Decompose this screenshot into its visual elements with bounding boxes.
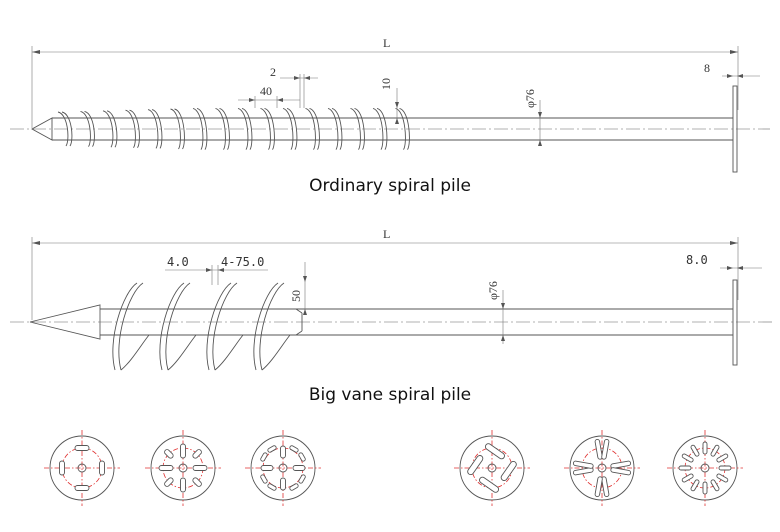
flange-slot [484,443,505,460]
flange-plate [44,430,120,506]
flange-slot [716,453,729,463]
flange-plate-views [44,430,743,506]
flange-slot [500,460,517,481]
flange-plate [564,430,640,506]
flange-slot [180,477,186,493]
flange-slot [74,445,90,451]
flange-slot [718,465,732,471]
flange-slot [690,444,700,457]
flange-slot [601,438,610,460]
helix-blade [80,110,95,147]
helix-blade [260,107,275,150]
flange-slot [702,441,708,455]
helix-blade [237,107,253,150]
helix-blade [215,107,230,150]
flange-slot [292,465,306,471]
helix-blade [327,107,343,150]
helix-blade [305,107,320,150]
pile2-helix [112,282,303,371]
flange-slot [298,474,306,484]
pile2-dim-b: 4-75.0 [221,255,264,269]
flange-slot [716,473,729,483]
flange-slot [572,467,594,476]
flange-slot [59,460,65,476]
flange-slot [467,455,484,476]
pile1-blade-dim: 10 [379,78,393,90]
flange-slot [99,460,105,476]
flange-slot [289,483,299,491]
pile2-diameter-dim: φ76 [486,281,500,300]
flange-slot [192,465,208,471]
flange-slot [260,474,268,484]
flange-slot [681,453,694,463]
flange-slot [164,449,174,459]
pile2-blade-dim: 50 [289,290,303,302]
flange-slot [74,485,90,491]
flange-slot [280,445,286,459]
helix-blade [102,110,118,148]
pile1-helix [57,107,410,150]
helix-blade [295,308,303,336]
flange-slot [280,477,286,491]
flange-slot [267,483,277,491]
flange-plate [667,430,743,506]
flange-slot [610,467,632,476]
helix-blade [192,107,208,150]
helix-blade [159,282,197,371]
pile1-length-label: L [383,36,390,50]
flange-slot [479,476,500,493]
helix-blade [170,108,185,150]
helix-blade [253,282,291,371]
big-vane-spiral-pile: L φ76 4.0 4-75.0 50 8.0 [10,227,775,371]
flange-slot [690,479,700,492]
flange-slot [192,449,202,459]
helix-blade [372,107,388,150]
flange-slot [702,481,708,495]
flange-slot [681,473,694,483]
flange-slot [594,438,603,460]
pile1-pitch-dim: 40 [260,84,272,98]
flange-slot [158,465,174,471]
pile1-plate-dim: 8 [704,61,710,75]
helix-blade [147,109,163,149]
flange-plate [145,430,221,506]
flange-plate [245,430,321,506]
helix-blade [125,109,140,149]
helix-blade [206,282,244,371]
flange-slot [267,445,277,453]
helix-blade [282,107,298,150]
helix-blade [350,107,365,150]
pile2-plate-dim: 8.0 [686,253,708,267]
ordinary-spiral-pile-caption: Ordinary spiral pile [309,176,471,196]
pile1-thickness-dim: 2 [270,65,276,79]
helix-blade [112,282,150,371]
flange-slot [610,460,632,469]
flange-slot [594,476,603,498]
flange-plate [454,430,530,506]
flange-slot [180,443,186,459]
flange-slot [164,477,174,487]
big-vane-spiral-pile-caption: Big vane spiral pile [308,385,472,405]
flange-slot [260,465,274,471]
flange-slot [289,445,299,453]
flange-slot [678,465,692,471]
flange-slot [192,477,202,487]
flange-slot [572,460,594,469]
flange-slot [601,476,610,498]
flange-slot [260,452,268,462]
pile2-length-label: L [383,227,390,241]
ordinary-spiral-pile: L φ76 40 2 10 [10,36,770,173]
helix-blade [395,107,410,150]
helix-blade [57,111,73,147]
flange-slot [298,452,306,462]
pile1-diameter-dim: φ76 [523,89,537,108]
pile2-dim-a: 4.0 [167,255,189,269]
flange-slot [710,479,720,492]
flange-slot [710,444,720,457]
